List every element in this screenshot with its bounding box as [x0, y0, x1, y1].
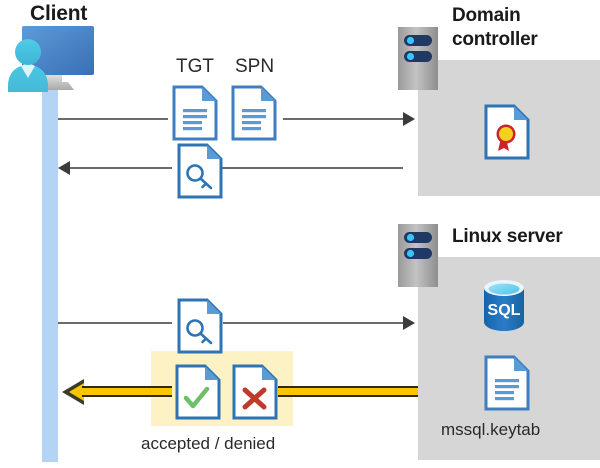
linux-server-title: Linux server	[452, 226, 563, 247]
message-ticket-arrowhead	[58, 161, 70, 175]
client-lifeline	[42, 80, 58, 462]
message-ticket-line-right	[222, 167, 403, 169]
message-present-arrowhead	[403, 316, 415, 330]
message-result-line-right	[278, 386, 418, 397]
text-document-icon	[484, 355, 530, 411]
approved-document-icon	[175, 364, 221, 420]
message-result-line-left	[82, 386, 172, 397]
key-document-icon	[177, 143, 223, 199]
spn-label: SPN	[235, 56, 275, 77]
key-document-icon	[177, 298, 223, 354]
server-rack-icon	[398, 27, 438, 90]
denied-document-icon	[232, 364, 278, 420]
certificate-document-icon	[484, 104, 530, 160]
tgt-label: TGT	[176, 56, 214, 77]
message-present-line-left	[58, 322, 172, 324]
keytab-label: mssql.keytab	[441, 420, 541, 439]
message-present-line-right	[223, 322, 403, 324]
text-document-icon	[231, 85, 277, 141]
sql-database-icon: SQL	[479, 278, 529, 334]
user-computer-icon	[6, 24, 110, 96]
domain-controller-title: Domain controller	[452, 5, 538, 50]
accepted-denied-caption: accepted / denied	[141, 434, 276, 453]
message-ticket-line-left	[70, 167, 172, 169]
sql-label: SQL	[488, 302, 521, 319]
message-request-arrowhead	[403, 112, 415, 126]
message-request-line-left	[58, 118, 168, 120]
text-document-icon	[172, 85, 218, 141]
client-title: Client	[30, 2, 88, 25]
message-request-line-right	[283, 118, 403, 120]
message-result-arrowhead-inner	[69, 383, 84, 401]
server-rack-icon	[398, 224, 438, 287]
